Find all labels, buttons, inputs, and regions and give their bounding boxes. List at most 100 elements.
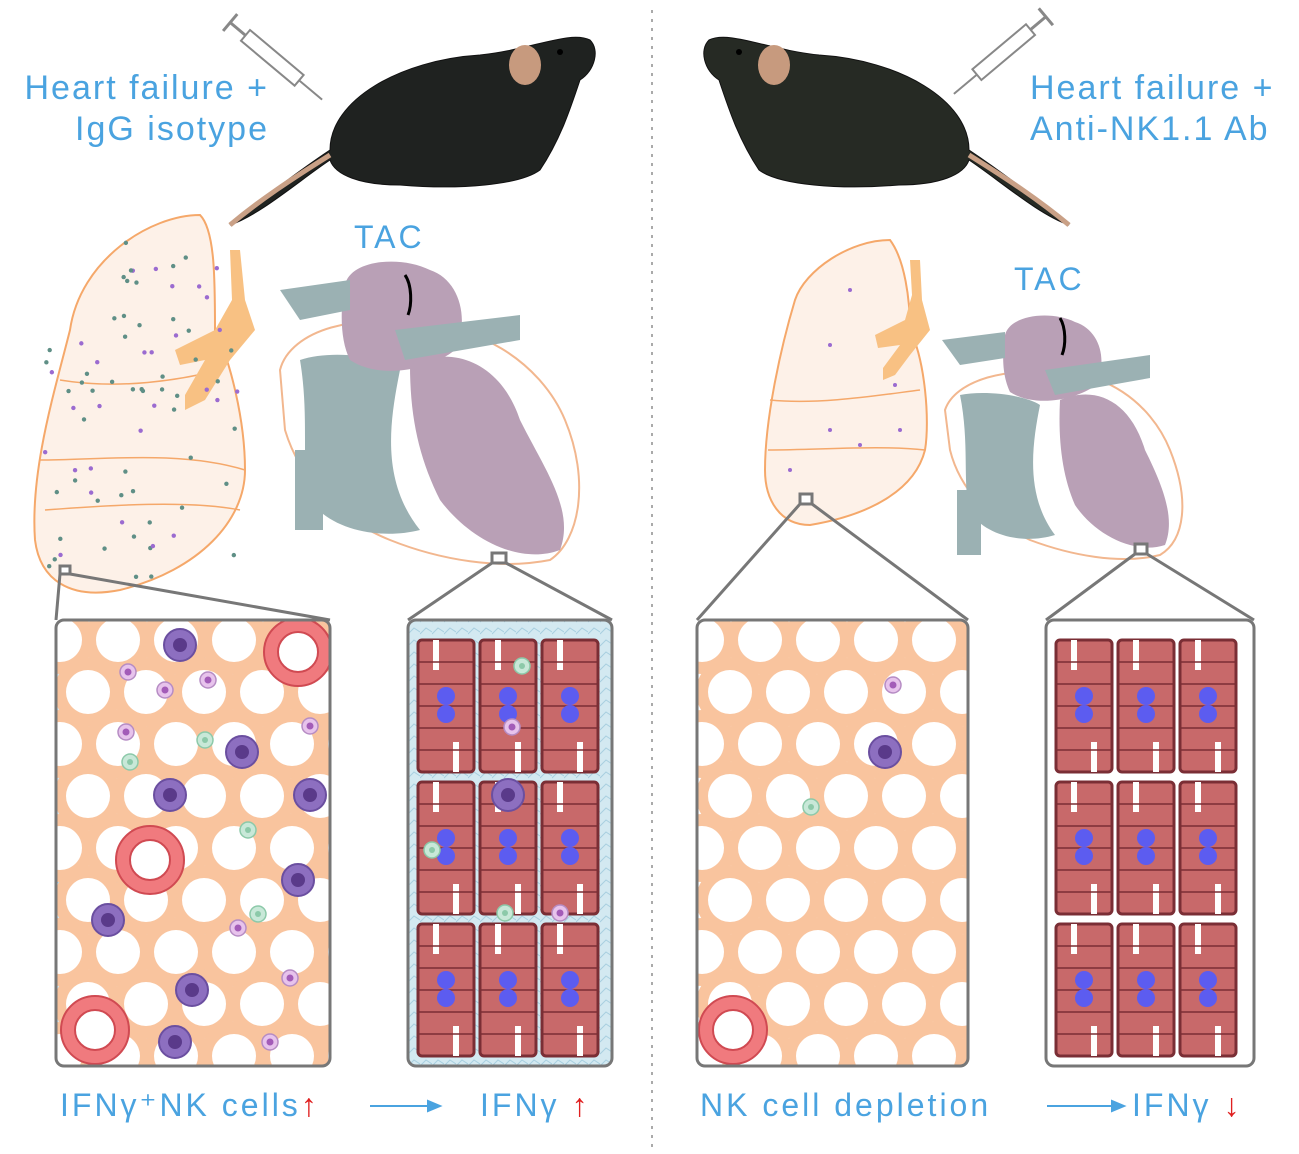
result-ifn-text: IFNγ: [1132, 1087, 1212, 1123]
alveolus-lumen: [970, 722, 1014, 766]
result-depletion: NK cell depletion: [700, 1087, 992, 1123]
lung-cell-dot: [47, 347, 52, 353]
nk-cell-icon: [153, 778, 187, 812]
alveolus-lumen: [212, 930, 256, 974]
alveolus-lumen: [182, 878, 226, 922]
alveolus-lumen: [796, 620, 840, 662]
cell-icon: [423, 841, 441, 859]
alveolus-lumen: [854, 930, 898, 974]
arrow-icon: [370, 1099, 443, 1113]
alveolus-lumen: [697, 722, 724, 766]
nucleus: [437, 971, 455, 989]
immune-cell-icon: [199, 671, 217, 689]
alveolus-lumen: [912, 620, 956, 662]
lung-dots: [42, 240, 240, 579]
lung-cell-dot: [128, 268, 134, 273]
lung-cell-dot: [102, 546, 107, 551]
lung-cell-dot: [109, 379, 115, 385]
alveolus-lumen: [912, 826, 956, 870]
lung-cell-dot: [58, 536, 63, 542]
vessel-icon: [698, 995, 768, 1065]
alveolus-lumen: [182, 774, 226, 818]
lung-cell-dot: [214, 265, 220, 271]
heart-icon: [942, 315, 1184, 560]
left-title: Heart failure + IgG isotype: [25, 68, 270, 150]
alveolus-lumen: [356, 774, 400, 818]
alveolus-lumen: [998, 774, 1042, 818]
nucleus: [1199, 989, 1217, 1007]
lung-cell-dot: [142, 350, 147, 355]
nk-cell-icon: [293, 778, 327, 812]
lung-cell-dot: [160, 374, 165, 379]
alveolus-lumen: [854, 826, 898, 870]
alveolus: [344, 970, 412, 1038]
nk-cell-icon: [491, 778, 525, 812]
lung-cell-dot: [140, 388, 146, 394]
lung-cell-dot: [204, 387, 209, 392]
lung-cell-dot: [79, 341, 84, 346]
lung-cell-dot: [171, 316, 176, 322]
myocyte-icon: [1116, 638, 1176, 774]
lung-cell-dot: [44, 360, 49, 365]
vessel-icon: [60, 995, 130, 1065]
lung-cell-dot: [71, 405, 76, 411]
lung-cell-dot: [171, 263, 176, 269]
nucleus: [561, 705, 579, 723]
lung-cell-dot: [119, 520, 125, 525]
alveolus-lumen: [328, 1034, 330, 1066]
lung-cell-dot: [97, 403, 102, 409]
lung-cell-dot: [186, 328, 191, 333]
alveolus-lumen: [998, 982, 1042, 1026]
result-ifn-text: IFNγ: [480, 1087, 560, 1123]
lung-cell-dot: [95, 498, 100, 503]
result-cells-text: IFNγ⁺NK cells: [60, 1087, 301, 1123]
alveolus-lumen: [56, 826, 82, 870]
alveolus-lumen: [912, 1034, 956, 1066]
nk-cell-icon: [868, 735, 902, 769]
alveolus-lumen: [854, 1034, 898, 1066]
alveolus-lumen: [356, 878, 400, 922]
alveolus-lumen: [738, 930, 782, 974]
syringe-icon: [953, 7, 1055, 95]
lung-cell-dot: [149, 574, 154, 579]
nk-cell-icon: [91, 903, 125, 937]
lung-cell-dot: [121, 274, 126, 280]
heart-tissue-inset: [1046, 620, 1254, 1066]
alveolus-lumen: [697, 620, 724, 662]
lung-cell-dot: [130, 387, 136, 392]
alveolus-lumen: [356, 670, 400, 714]
alveolus-lumen: [796, 826, 840, 870]
alveolus-lumen: [708, 670, 752, 714]
lung-cell-dot: [215, 379, 220, 384]
alveolus-lumen: [56, 722, 82, 766]
alveolus-lumen: [970, 618, 1014, 662]
nucleus: [561, 989, 579, 1007]
myocyte-icon: [1178, 922, 1238, 1058]
alveolus-lumen: [708, 774, 752, 818]
alveolus-lumen: [940, 774, 968, 818]
alveolus-lumen: [766, 774, 810, 818]
nucleus: [561, 847, 579, 865]
immune-cell-icon: [119, 663, 137, 681]
lung-cell-dot: [196, 284, 202, 289]
cell-icon: [513, 657, 531, 675]
alveolus-lumen: [66, 670, 110, 714]
alveolus-lumen: [328, 930, 330, 974]
alveolus-lumen: [824, 982, 868, 1026]
down-arrow-icon: ↓: [1223, 1087, 1243, 1123]
myocyte-icon: [540, 922, 600, 1058]
alveolus-lumen: [212, 1034, 256, 1066]
alveolus-lumen: [697, 930, 724, 974]
nucleus: [1199, 971, 1217, 989]
lung-cell-dot: [179, 505, 185, 510]
arrow-icon: [1047, 1099, 1127, 1113]
alveolus-lumen: [970, 930, 1014, 974]
lung-icon: [33, 213, 255, 594]
lung-cell-dot: [47, 564, 52, 569]
alveolus-lumen: [912, 722, 956, 766]
nucleus: [1075, 829, 1093, 847]
lung-cell-dot: [58, 552, 63, 558]
myocyte-icon: [1054, 638, 1114, 774]
alveolus-lumen: [766, 982, 810, 1026]
cell-icon: [496, 904, 514, 922]
